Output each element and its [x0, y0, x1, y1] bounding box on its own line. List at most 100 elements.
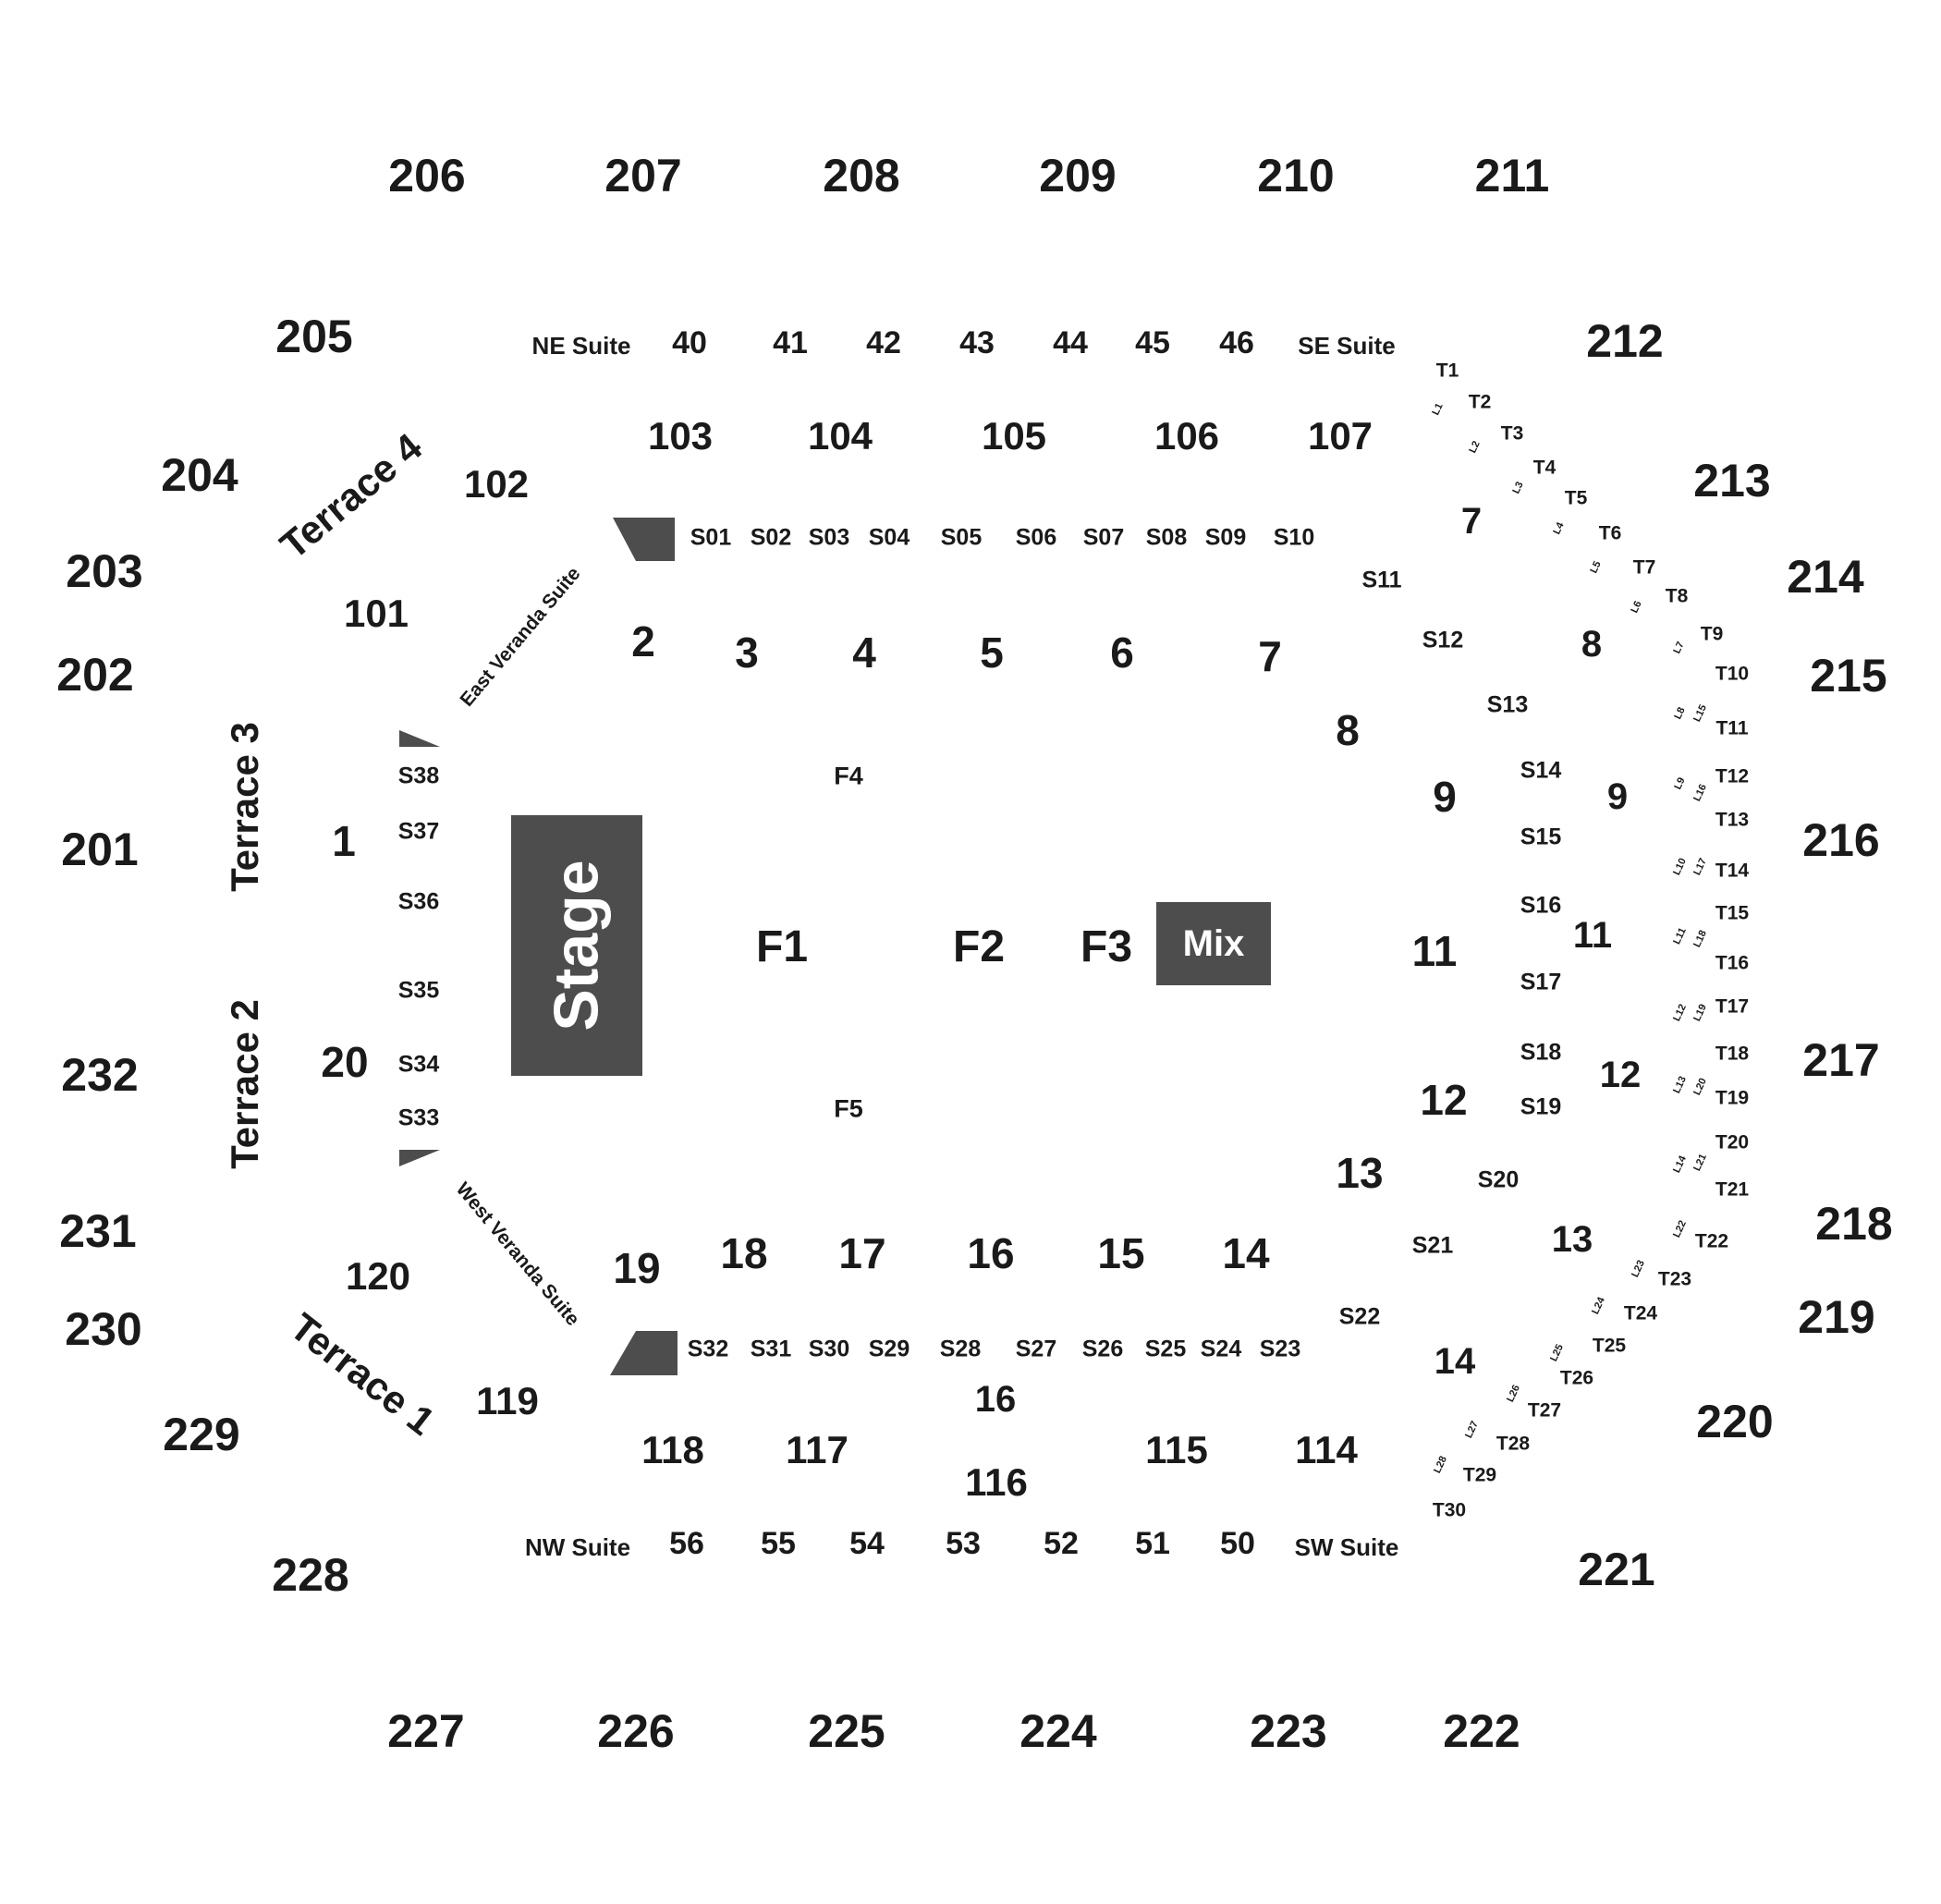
section-226[interactable]: 226	[597, 1705, 675, 1757]
table-t15[interactable]: T15	[1715, 902, 1750, 924]
table-t22[interactable]: T22	[1694, 1230, 1729, 1252]
box-s18[interactable]: S18	[1520, 1039, 1562, 1066]
box-s34[interactable]: S34	[397, 1051, 440, 1078]
suite-45[interactable]: 45	[1135, 325, 1170, 360]
box-s35[interactable]: S35	[397, 977, 440, 1004]
section-224[interactable]: 224	[1019, 1705, 1097, 1757]
table-t21[interactable]: T21	[1715, 1178, 1750, 1201]
box-s26[interactable]: S26	[1081, 1336, 1124, 1362]
box-s15[interactable]: S15	[1520, 824, 1562, 850]
table-t28[interactable]: T28	[1495, 1433, 1531, 1455]
box-s13[interactable]: S13	[1486, 691, 1529, 718]
section-117[interactable]: 117	[786, 1428, 848, 1471]
table-t18[interactable]: T18	[1715, 1043, 1750, 1065]
suite-nw-label[interactable]: NW Suite	[524, 1533, 631, 1561]
section-230[interactable]: 230	[65, 1303, 142, 1355]
box-s04[interactable]: S04	[868, 524, 910, 551]
box-s38[interactable]: S38	[397, 763, 440, 789]
table-t16[interactable]: T16	[1715, 952, 1750, 974]
suite-44[interactable]: 44	[1053, 325, 1088, 360]
section-231[interactable]: 231	[59, 1205, 137, 1257]
box-s01[interactable]: S01	[690, 524, 732, 551]
section-116[interactable]: 116	[965, 1460, 1028, 1504]
box-s37[interactable]: S37	[397, 818, 440, 845]
box-s14[interactable]: S14	[1520, 757, 1562, 784]
section-118[interactable]: 118	[641, 1428, 704, 1471]
table-t2[interactable]: T2	[1468, 391, 1492, 413]
box-s09[interactable]: S09	[1204, 524, 1247, 551]
ga-inner-7[interactable]: 7	[1258, 632, 1282, 680]
table-t13[interactable]: T13	[1715, 809, 1750, 831]
table-t14[interactable]: T14	[1715, 860, 1750, 882]
table-t11[interactable]: T11	[1715, 717, 1749, 739]
section-212[interactable]: 212	[1586, 315, 1664, 367]
box-s12[interactable]: S12	[1422, 627, 1464, 653]
section-115[interactable]: 115	[1145, 1428, 1208, 1471]
section-209[interactable]: 209	[1039, 150, 1117, 201]
suite-se-label[interactable]: SE Suite	[1298, 332, 1396, 360]
section-106[interactable]: 106	[1154, 414, 1220, 458]
table-t17[interactable]: T17	[1715, 995, 1750, 1018]
section-206[interactable]: 206	[388, 150, 466, 201]
table-t12[interactable]: T12	[1715, 765, 1750, 787]
ga-outer-9[interactable]: 9	[1606, 776, 1629, 817]
suite-52[interactable]: 52	[1044, 1526, 1079, 1561]
table-t30[interactable]: T30	[1432, 1499, 1467, 1521]
section-203[interactable]: 203	[66, 545, 143, 597]
section-207[interactable]: 207	[604, 150, 682, 201]
table-t5[interactable]: T5	[1564, 487, 1588, 509]
table-t23[interactable]: T23	[1657, 1268, 1692, 1290]
table-t9[interactable]: T9	[1700, 623, 1724, 645]
table-t6[interactable]: T6	[1598, 522, 1622, 544]
section-216[interactable]: 216	[1802, 814, 1880, 866]
section-101[interactable]: 101	[343, 592, 409, 635]
table-t4[interactable]: T4	[1532, 457, 1556, 479]
floor-f2[interactable]: F2	[952, 922, 1006, 971]
table-t24[interactable]: T24	[1623, 1302, 1658, 1324]
section-201[interactable]: 201	[61, 824, 139, 875]
table-t19[interactable]: T19	[1715, 1087, 1750, 1109]
section-218[interactable]: 218	[1815, 1198, 1893, 1250]
box-s06[interactable]: S06	[1015, 524, 1057, 551]
table-t27[interactable]: T27	[1527, 1399, 1562, 1422]
section-202[interactable]: 202	[56, 649, 134, 701]
suite-56[interactable]: 56	[669, 1526, 704, 1561]
ga-inner-11[interactable]: 11	[1411, 927, 1458, 975]
box-s23[interactable]: S23	[1259, 1336, 1301, 1362]
section-119[interactable]: 119	[476, 1379, 539, 1422]
box-s30[interactable]: S30	[808, 1336, 850, 1362]
terrace-2[interactable]: Terrace 2	[223, 999, 266, 1169]
ga-outer-12[interactable]: 12	[1599, 1055, 1642, 1095]
box-s21[interactable]: S21	[1411, 1232, 1454, 1259]
section-222[interactable]: 222	[1443, 1705, 1520, 1757]
box-s28[interactable]: S28	[939, 1336, 982, 1362]
box-s11[interactable]: S11	[1361, 567, 1402, 593]
box-s27[interactable]: S27	[1015, 1336, 1057, 1362]
suite-50[interactable]: 50	[1220, 1526, 1255, 1561]
suite-40[interactable]: 40	[672, 325, 707, 360]
table-t8[interactable]: T8	[1665, 585, 1689, 607]
box-s31[interactable]: S31	[750, 1336, 792, 1362]
ga-inner-18[interactable]: 18	[720, 1229, 768, 1277]
ga-inner-20[interactable]: 20	[321, 1038, 369, 1086]
section-227[interactable]: 227	[387, 1705, 465, 1757]
ga-outer-14[interactable]: 14	[1434, 1341, 1476, 1382]
ga-inner-6[interactable]: 6	[1110, 629, 1134, 677]
box-s07[interactable]: S07	[1082, 524, 1125, 551]
section-114[interactable]: 114	[1295, 1428, 1358, 1471]
floor-f5[interactable]: F5	[834, 1094, 863, 1123]
ga-inner-8[interactable]: 8	[1336, 706, 1360, 754]
box-s16[interactable]: S16	[1520, 892, 1562, 919]
box-s03[interactable]: S03	[808, 524, 850, 551]
suite-sw-label[interactable]: SW Suite	[1294, 1533, 1399, 1561]
section-205[interactable]: 205	[275, 311, 353, 362]
section-219[interactable]: 219	[1798, 1291, 1875, 1343]
ga-outer-11[interactable]: 11	[1572, 915, 1613, 956]
ga-inner-13[interactable]: 13	[1336, 1149, 1384, 1197]
box-s10[interactable]: S10	[1273, 524, 1315, 551]
ga-inner-1[interactable]: 1	[332, 817, 356, 865]
section-217[interactable]: 217	[1802, 1034, 1880, 1086]
table-t20[interactable]: T20	[1715, 1131, 1750, 1153]
ga-inner-9[interactable]: 9	[1433, 773, 1457, 821]
table-t29[interactable]: T29	[1462, 1464, 1497, 1486]
